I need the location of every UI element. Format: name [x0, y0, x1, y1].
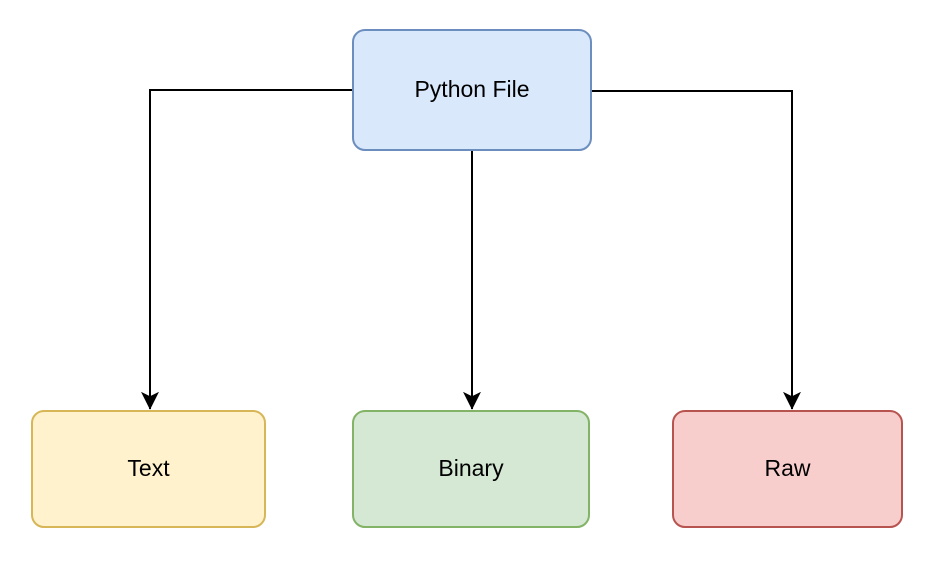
node-label: Raw [764, 455, 811, 482]
node-binary: Binary [352, 410, 590, 528]
node-raw: Raw [672, 410, 903, 528]
node-label: Text [127, 455, 170, 482]
node-label: Binary [438, 455, 504, 482]
node-text: Text [31, 410, 266, 528]
edge-python-file-to-text [141, 89, 352, 410]
edge-python-file-to-raw [592, 90, 801, 410]
node-python-file: Python File [352, 29, 592, 151]
node-label: Python File [414, 76, 530, 103]
